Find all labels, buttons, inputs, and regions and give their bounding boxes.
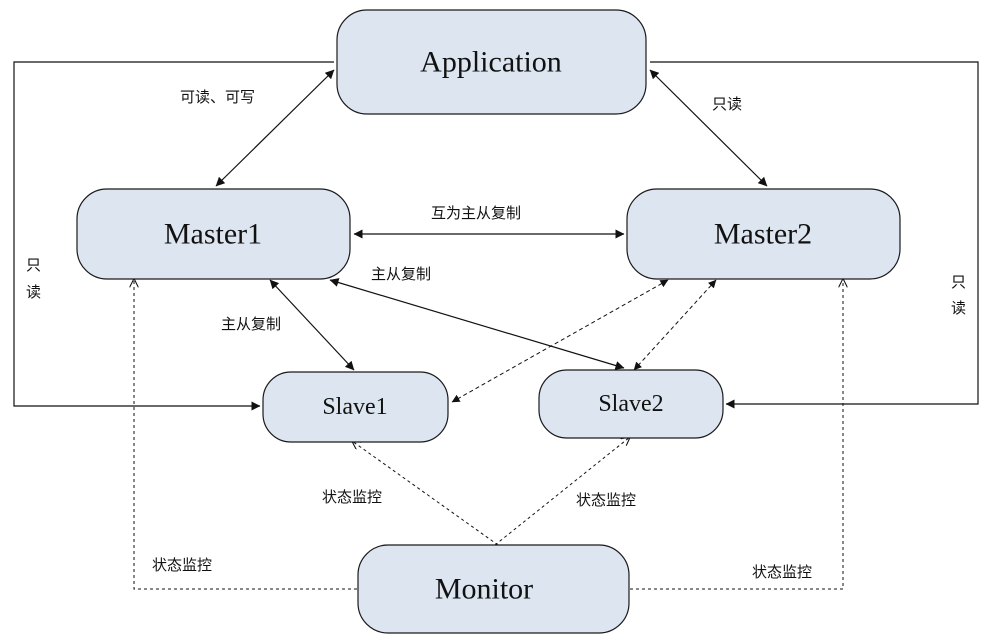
master1-node: Master1 <box>76 188 351 280</box>
label-monitor-master1: 状态监控 <box>152 556 212 574</box>
monitor-node: Monitor <box>357 544 630 634</box>
label-read-write: 可读、可写 <box>180 88 255 106</box>
master1-label: Master1 <box>164 218 262 251</box>
edge-master1-slave2 <box>329 278 625 370</box>
edge-monitor-slave2 <box>494 437 630 546</box>
label-left-readonly-1: 只 <box>26 256 41 274</box>
label-left-readonly-2: 读 <box>26 283 41 301</box>
edge-master2-slave2 <box>633 279 717 371</box>
slave1-label: Slave1 <box>322 394 387 420</box>
label-monitor-master2: 状态监控 <box>752 563 812 581</box>
application-node: Application <box>336 9 647 115</box>
label-master1-slave2: 主从复制 <box>371 265 431 283</box>
label-monitor-slave1: 状态监控 <box>322 488 382 506</box>
edge-master1-slave1 <box>269 279 355 371</box>
slave2-label: Slave2 <box>598 391 663 417</box>
edge-app-slave1-readonly <box>13 61 334 411</box>
edge-app-slave2-readonly <box>650 61 979 409</box>
slave1-node: Slave1 <box>262 371 449 443</box>
monitor-label: Monitor <box>435 573 533 606</box>
edge-app-master2 <box>649 69 768 187</box>
slave2-node: Slave2 <box>538 369 724 439</box>
label-monitor-slave2: 状态监控 <box>576 491 636 509</box>
master2-label: Master2 <box>714 218 812 251</box>
label-right-readonly-1: 只 <box>951 273 966 291</box>
edge-monitor-master1 <box>134 279 357 590</box>
label-master1-slave1: 主从复制 <box>221 315 281 333</box>
application-label: Application <box>420 46 562 79</box>
master2-node: Master2 <box>626 188 901 280</box>
label-master-master: 互为主从复制 <box>431 204 521 222</box>
label-app-master2-readonly: 只读 <box>712 95 742 113</box>
label-right-readonly-2: 读 <box>951 299 966 317</box>
edge-master2-slave1 <box>451 279 669 403</box>
edge-monitor-master2 <box>630 279 843 590</box>
edge-app-master1 <box>215 69 335 187</box>
